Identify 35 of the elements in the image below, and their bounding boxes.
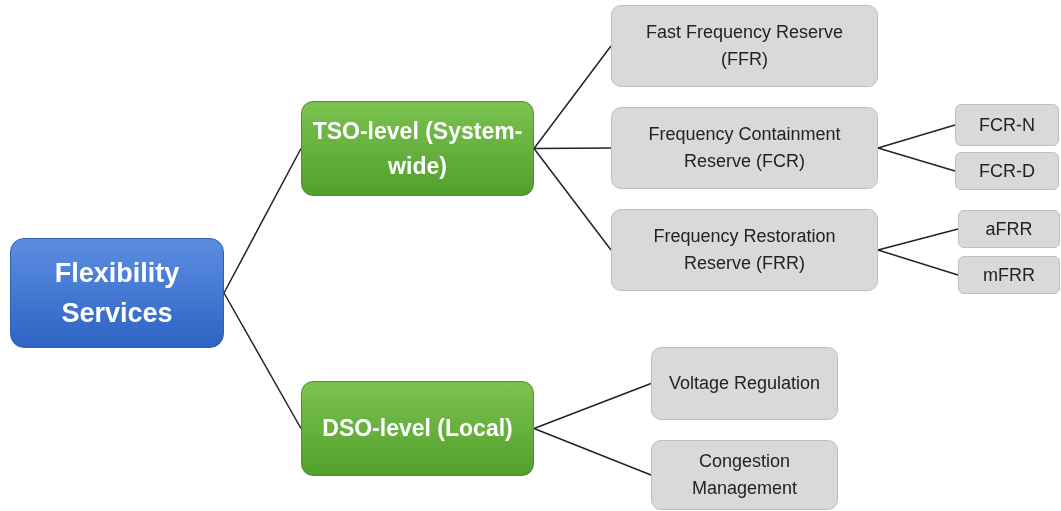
node-label: DSO-level (Local) [322, 414, 513, 444]
node-label: Flexibility Services [53, 256, 181, 330]
node-label: FCR-N [979, 113, 1035, 137]
product-box [958, 210, 1060, 248]
connector-line [223, 147, 302, 294]
connector-line [533, 147, 612, 150]
product-box [955, 104, 1059, 146]
service-box [611, 5, 878, 87]
product-box [958, 256, 1060, 294]
service-box [611, 209, 878, 291]
category-box [301, 101, 534, 196]
category-box [301, 381, 534, 476]
connector-line [533, 427, 652, 476]
service-box [611, 107, 878, 189]
connector-line [877, 147, 956, 172]
connector-line [533, 147, 612, 251]
service-box [651, 440, 838, 510]
node-label: Frequency Containment Reserve (FCR) [647, 123, 842, 173]
product-box [955, 152, 1059, 190]
service-box [651, 347, 838, 420]
connector-line [877, 228, 959, 251]
node-label: Voltage Regulation [668, 372, 821, 395]
root-box [10, 238, 224, 348]
connector-line [533, 382, 652, 430]
connector-line [223, 292, 302, 430]
node-label: mFRR [983, 263, 1035, 287]
connector-line [877, 124, 956, 149]
node-label: TSO-level (System-wide) [311, 117, 524, 181]
node-label: aFRR [985, 217, 1033, 241]
node-label: Fast Frequency Reserve (FFR) [644, 21, 845, 71]
connector-line [533, 45, 612, 150]
connector-line [877, 249, 959, 276]
node-label: Frequency Restoration Reserve (FRR) [652, 225, 837, 275]
node-label: Congestion Management [690, 450, 799, 500]
node-label: FCR-D [979, 159, 1035, 183]
